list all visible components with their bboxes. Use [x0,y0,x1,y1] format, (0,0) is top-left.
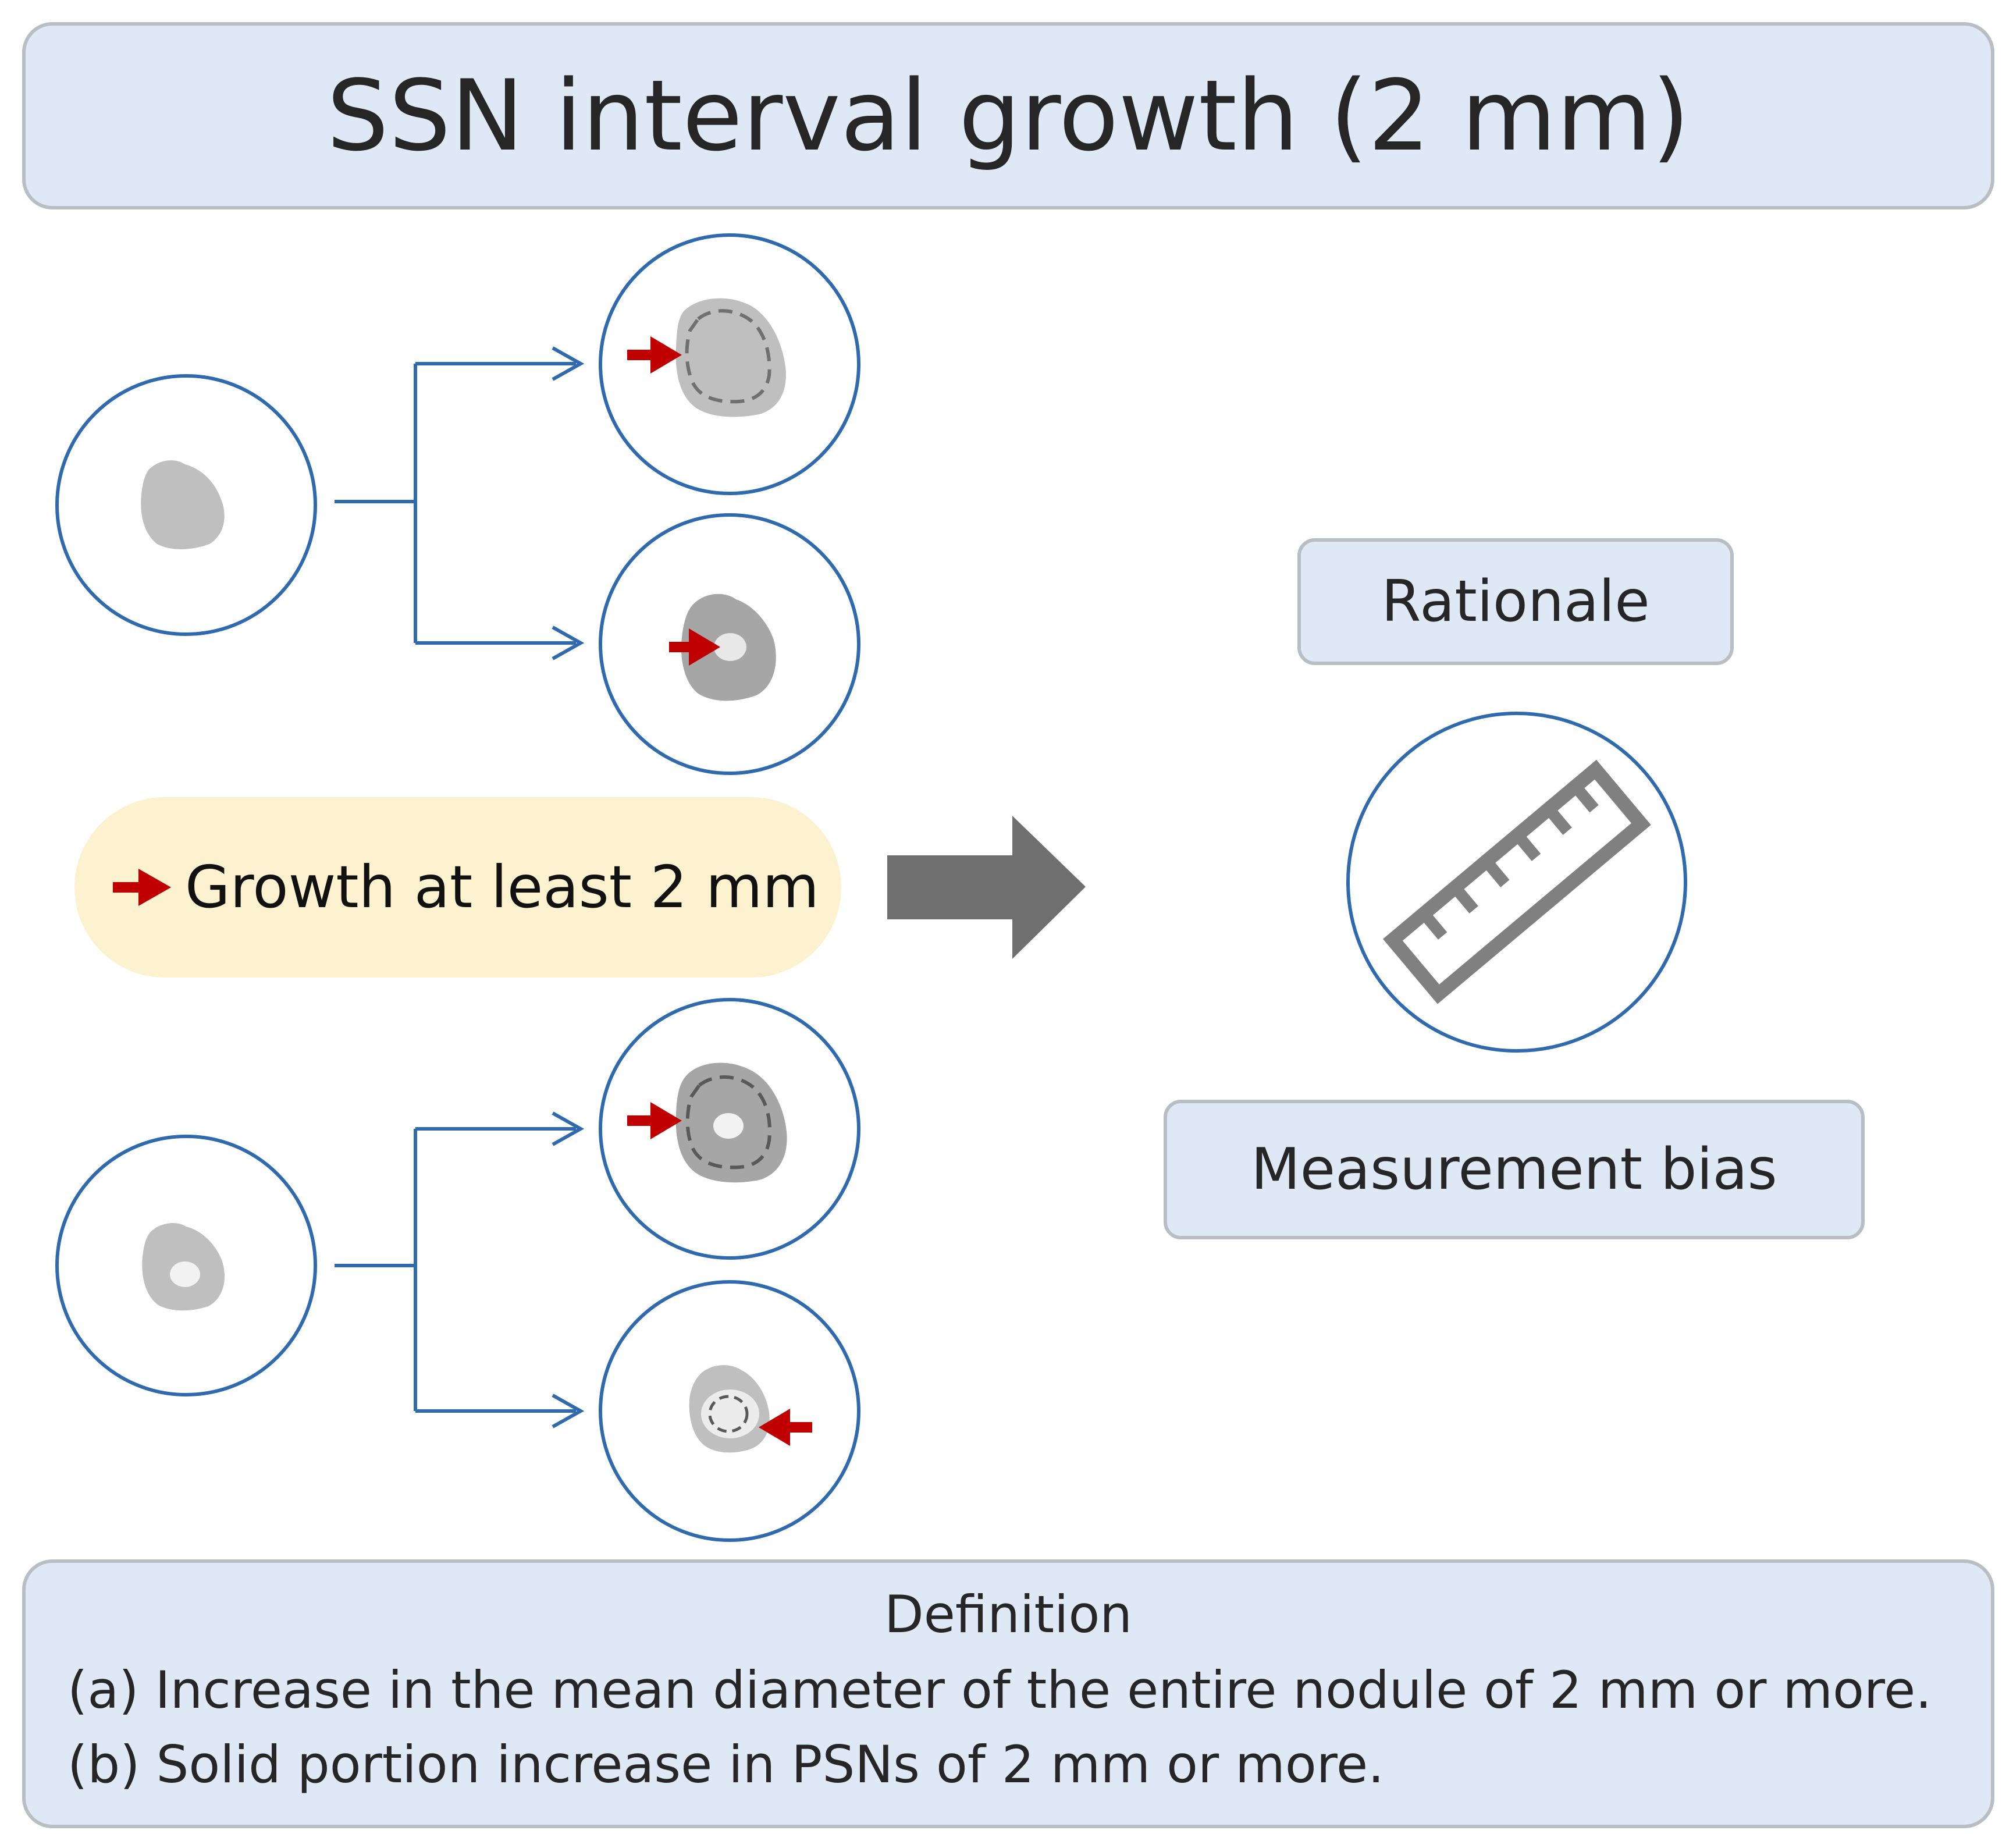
top-lower-followup-circle [599,513,860,775]
top-branch-connector [335,346,585,660]
rationale-heading-box: Rationale [1297,538,1734,665]
solid-core [170,1261,200,1287]
red-arrow-icon [669,628,720,666]
red-arrow-icon [759,1409,812,1446]
diagram-title: SSN interval growth (2 mm) [326,59,1690,173]
bottom-upper-followup-circle [599,998,860,1260]
prior-solid-dashed-outline [708,1395,749,1433]
enlarged-solid-core [701,1389,759,1438]
solid-core [713,1113,744,1139]
top-upper-followup-circle [599,233,860,495]
definition-heading: Definition [884,1584,1133,1644]
solid-nodule-shape [141,460,225,550]
prior-extent-dashed-outline [685,309,771,404]
new-solid-focus [714,633,746,661]
legend-label: Growth at least 2 mm [185,853,819,921]
definition-item-b: (b) Solid portion increase in PSNs of 2 … [67,1735,1385,1794]
definition-panel: Definition (a) Increase in the mean diam… [22,1559,1994,1828]
big-right-arrow [887,816,1086,959]
red-arrow-icon [113,869,171,906]
prior-extent-dashed-outline [685,1075,771,1170]
bottom-baseline-nodule-circle [55,1135,317,1396]
red-arrow-icon [627,1102,682,1139]
ruler-icon-circle [1346,712,1687,1053]
bottom-branch-connector [335,1111,585,1428]
bottom-lower-followup-circle [599,1280,860,1542]
definition-item-a: (a) Increase in the mean diameter of the… [67,1660,1932,1720]
ruler-icon [1382,759,1651,1004]
legend-panel: Growth at least 2 mm [74,797,841,978]
red-arrow-icon [627,336,682,374]
rationale-label-box: Measurement bias [1164,1100,1865,1239]
top-baseline-nodule-circle [55,374,317,636]
rationale-label: Measurement bias [1251,1136,1777,1203]
rationale-heading: Rationale [1381,568,1650,635]
title-panel: SSN interval growth (2 mm) [22,22,1994,209]
